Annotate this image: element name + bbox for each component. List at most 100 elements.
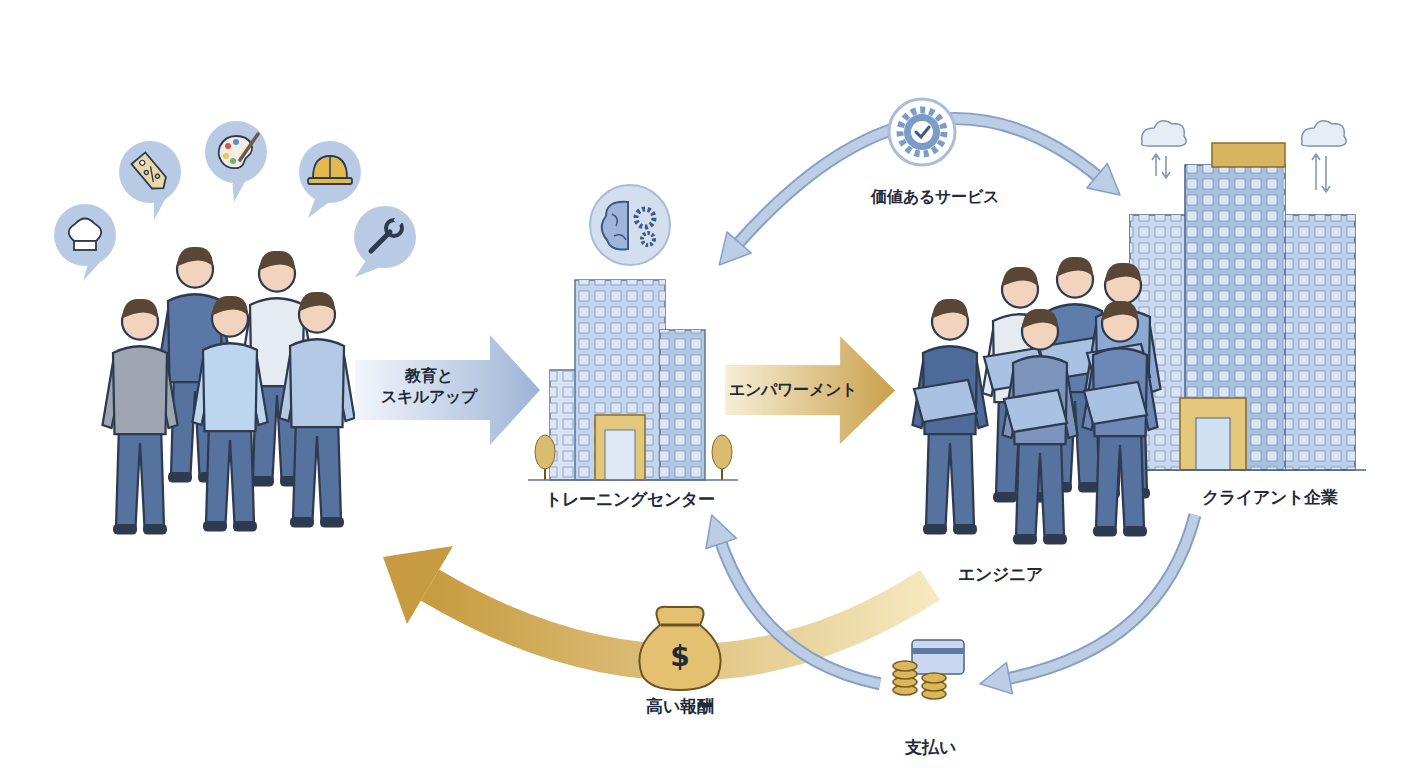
coin [893, 661, 917, 671]
window-grid [660, 330, 705, 480]
tree [535, 435, 555, 469]
arrow-head [1087, 164, 1120, 196]
money-bag [639, 607, 720, 690]
engineer-node: エンジニア [895, 240, 1170, 590]
ground-line [1118, 469, 1366, 471]
arrow-head [719, 232, 751, 265]
engineer-group [913, 257, 1161, 545]
paint-dot [230, 158, 236, 164]
person [280, 292, 355, 528]
bubble [119, 141, 181, 203]
edge-label: エンパワーメント [708, 379, 878, 401]
brush [240, 134, 258, 160]
credit-card [912, 640, 964, 674]
skill-bubble [119, 141, 181, 220]
office-building [1275, 215, 1355, 470]
node-label: 支払い [880, 736, 980, 758]
ground-line [528, 479, 738, 481]
flow-arrow [980, 515, 1195, 694]
node-label: クライアント企業 [1175, 486, 1365, 508]
door [1196, 418, 1230, 470]
chef-hat-icon [69, 219, 102, 242]
bubble [299, 141, 361, 203]
gear-teeth [900, 110, 944, 154]
building-tower [575, 280, 665, 480]
tree [712, 435, 732, 469]
hard-hat-icon [313, 156, 347, 178]
client-node: クライアント企業 [1120, 120, 1370, 515]
wrench-notch [393, 214, 404, 225]
gear-hub [911, 121, 933, 143]
paint-dot [225, 143, 231, 149]
arrow-head [980, 663, 1012, 694]
bubble [354, 206, 416, 268]
flow-arrow [719, 119, 1120, 265]
paint-dot [223, 153, 229, 159]
building-wing [660, 330, 705, 480]
training-building [528, 185, 738, 480]
sync-arrows [1312, 154, 1330, 192]
flow-arrow [706, 515, 880, 684]
brain-fold [612, 214, 626, 240]
window-grid [1275, 215, 1355, 470]
window-grid [575, 280, 665, 480]
arrow-outline [719, 538, 880, 684]
service-gear-badge [889, 99, 955, 165]
reward-arrow-head [383, 546, 453, 624]
engineer [913, 299, 988, 535]
arrow-body [1004, 515, 1195, 679]
tag-shape [132, 152, 171, 193]
tower-crown [1212, 143, 1285, 167]
cloud [1302, 121, 1347, 146]
cloud [1142, 121, 1187, 146]
payment-node: 支払い [880, 640, 980, 765]
arrow-label: 教育と スキルアップ [370, 366, 488, 408]
gear-icon [636, 209, 654, 227]
arrow-outline [735, 119, 1102, 247]
bubble [54, 204, 116, 266]
training-center-node: トレーニングセンター [535, 265, 725, 515]
money-bag-tie [661, 624, 699, 627]
education-arrow [355, 335, 540, 445]
edge-label: 価値あるサービス [850, 186, 1020, 208]
engineer [1083, 301, 1158, 537]
engineer [1003, 309, 1078, 545]
gear-body [904, 114, 940, 150]
hard-hat-ridge [329, 156, 331, 178]
bubble [205, 121, 267, 183]
skill-bubble [299, 141, 361, 218]
arrow-body [735, 119, 1102, 247]
door [605, 430, 635, 480]
people-group [103, 247, 355, 535]
node-label: エンジニア [945, 563, 1055, 585]
tag-hole [139, 159, 146, 166]
percent-slash [144, 166, 159, 182]
person [103, 299, 178, 535]
arrow-body [719, 538, 880, 684]
check-mark [916, 127, 929, 137]
card-stripe [912, 648, 964, 654]
sync-arrows [1152, 154, 1170, 178]
percent-dot [144, 170, 150, 176]
reward-label: 高い報酬 [610, 695, 750, 717]
percent-dot [155, 173, 161, 179]
arrow-outline [1004, 515, 1195, 679]
brain-icon [602, 202, 628, 250]
gear-icon [642, 233, 654, 245]
chef-hat-band [74, 241, 96, 250]
skill-bubble [205, 121, 267, 202]
entrance [1180, 398, 1246, 470]
price-tag-icon [132, 152, 171, 193]
currency-symbol: $ [650, 639, 710, 675]
brain-badge [590, 185, 670, 265]
arrow-head [706, 515, 736, 549]
hard-hat-brim [308, 178, 352, 184]
skill-bubble [354, 206, 416, 277]
entrance [595, 415, 645, 480]
node-label: トレーニングセンター [535, 488, 725, 510]
paint-dot [233, 139, 239, 145]
payment-icon [893, 640, 964, 699]
